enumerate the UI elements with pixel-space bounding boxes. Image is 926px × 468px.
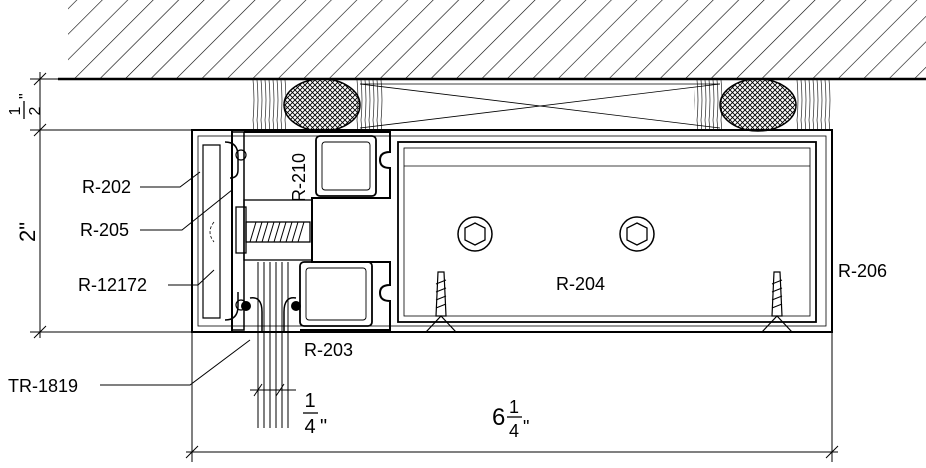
hex-bolt-right xyxy=(619,216,655,252)
label-r204: R-204 xyxy=(556,274,605,294)
svg-text:2: 2 xyxy=(27,106,44,115)
thermal-gasket-tr1819 xyxy=(241,297,301,332)
glass-infill xyxy=(257,262,289,428)
hex-bolt-left xyxy=(457,216,493,252)
dimension-lines xyxy=(30,72,839,462)
screw-r205 xyxy=(209,206,311,254)
backer-rod-right xyxy=(719,78,797,132)
svg-text:4: 4 xyxy=(304,416,315,438)
label-r205: R-205 xyxy=(80,220,129,240)
svg-text:": " xyxy=(320,416,327,438)
dim-width: 6 1 4 " xyxy=(492,397,529,441)
backer-rod-left xyxy=(283,78,361,132)
svg-text:1: 1 xyxy=(304,390,315,412)
tube-r210 xyxy=(315,135,377,197)
svg-text:1: 1 xyxy=(7,106,24,115)
svg-text:6: 6 xyxy=(492,404,505,431)
mullion-body xyxy=(243,131,391,331)
svg-text:4: 4 xyxy=(509,421,519,441)
label-r12172: R-12172 xyxy=(78,275,147,295)
label-tr1819: TR-1819 xyxy=(8,376,78,396)
cap-r202 xyxy=(191,129,247,333)
svg-text:": " xyxy=(523,417,529,437)
self-drilling-screw-left xyxy=(425,271,457,333)
dim-glass: 1 4 " xyxy=(303,390,327,438)
label-r210: R-210 xyxy=(289,153,309,202)
inner-frame-r204 xyxy=(397,141,817,323)
sealant-cross-lines xyxy=(359,83,721,129)
structure-substrate xyxy=(58,0,926,81)
self-drilling-screw-right xyxy=(761,271,793,333)
svg-text:": " xyxy=(17,93,34,99)
svg-text:1: 1 xyxy=(509,397,519,417)
label-r203: R-203 xyxy=(304,340,353,360)
dim-height: 2" xyxy=(15,222,40,242)
tube-r203 xyxy=(299,261,373,327)
label-r202: R-202 xyxy=(82,177,131,197)
dim-top-gap: 1 2 " xyxy=(7,93,44,119)
label-r206: R-206 xyxy=(838,261,887,281)
leader-lines xyxy=(100,171,251,386)
